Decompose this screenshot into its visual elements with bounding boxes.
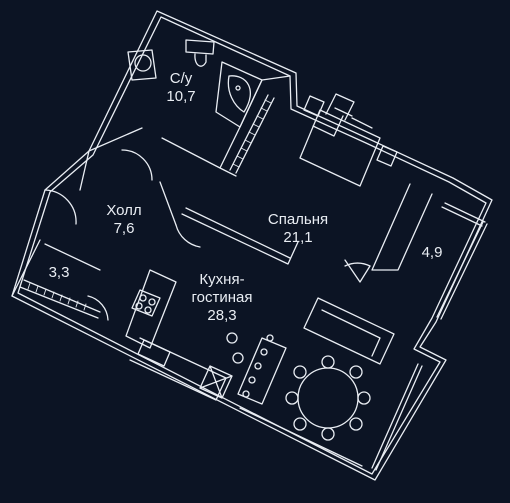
bathroom-name: С/у	[169, 70, 193, 87]
door-swing	[344, 262, 371, 267]
kitchen-name-line2: гостиная	[191, 289, 253, 306]
living-wall	[239, 407, 363, 467]
chair	[357, 391, 371, 405]
shower-hatch	[232, 99, 272, 168]
chair	[293, 417, 307, 431]
kitchen-name-line1: Кухня-	[199, 271, 245, 288]
partition	[181, 207, 299, 265]
kitchen-label: Кухня- гостиная 28,3	[192, 271, 253, 325]
wardrobe-area: 4,9	[421, 244, 443, 261]
burner	[144, 306, 152, 314]
chair	[321, 355, 335, 369]
sink	[127, 49, 157, 81]
bathroom-area: 10,7	[166, 88, 196, 105]
bathtub-drain	[235, 85, 241, 91]
stool	[248, 376, 256, 384]
storage-rail	[19, 279, 101, 319]
sink-bowl	[134, 54, 152, 72]
door-swing	[44, 149, 201, 321]
stool	[260, 348, 268, 356]
bathroom-label: С/у 10,7	[166, 70, 195, 106]
hall-name: Холл	[106, 202, 142, 219]
burner	[148, 298, 156, 306]
kitchen-island	[237, 337, 287, 405]
chair	[285, 391, 299, 405]
kitchen-counter	[125, 269, 227, 401]
wardrobe-label: 4,9	[422, 244, 443, 262]
bathtub	[215, 61, 263, 128]
chair	[321, 427, 335, 441]
appliance-round	[232, 352, 244, 364]
window	[371, 363, 423, 471]
fridge	[199, 365, 233, 399]
chair	[349, 365, 363, 379]
wardrobe-wall	[344, 183, 433, 283]
stool	[266, 334, 274, 342]
storage-hatch	[27, 282, 87, 311]
stove	[131, 289, 161, 317]
bed-pillows	[334, 107, 373, 129]
burner	[139, 294, 147, 302]
stool	[254, 362, 262, 370]
sofa	[303, 297, 395, 365]
bedroom-name: Спальня	[267, 211, 329, 228]
dining-table	[297, 367, 359, 429]
nightstand	[303, 95, 398, 167]
bedroom-label: Спальня 21,1	[268, 211, 328, 247]
hall-area: 7,6	[113, 220, 135, 237]
storage-area: 3,3	[48, 264, 70, 281]
kitchen-area: 28,3	[207, 307, 237, 324]
chair	[349, 417, 363, 431]
chair	[293, 365, 307, 379]
burner	[135, 302, 143, 310]
stool	[242, 390, 250, 398]
outer-wall	[11, 10, 493, 481]
bed	[299, 93, 381, 187]
hall-wall	[11, 150, 177, 297]
window	[436, 221, 488, 320]
bedroom-area: 21,1	[283, 229, 313, 246]
window	[441, 202, 486, 227]
hall-label: Холл 7,6	[106, 202, 141, 238]
outer-wall-inner	[17, 16, 487, 475]
appliance-round	[226, 332, 238, 344]
storage-label: 3,3	[49, 264, 70, 282]
kitchen-sink	[137, 339, 171, 367]
toilet	[185, 39, 215, 67]
